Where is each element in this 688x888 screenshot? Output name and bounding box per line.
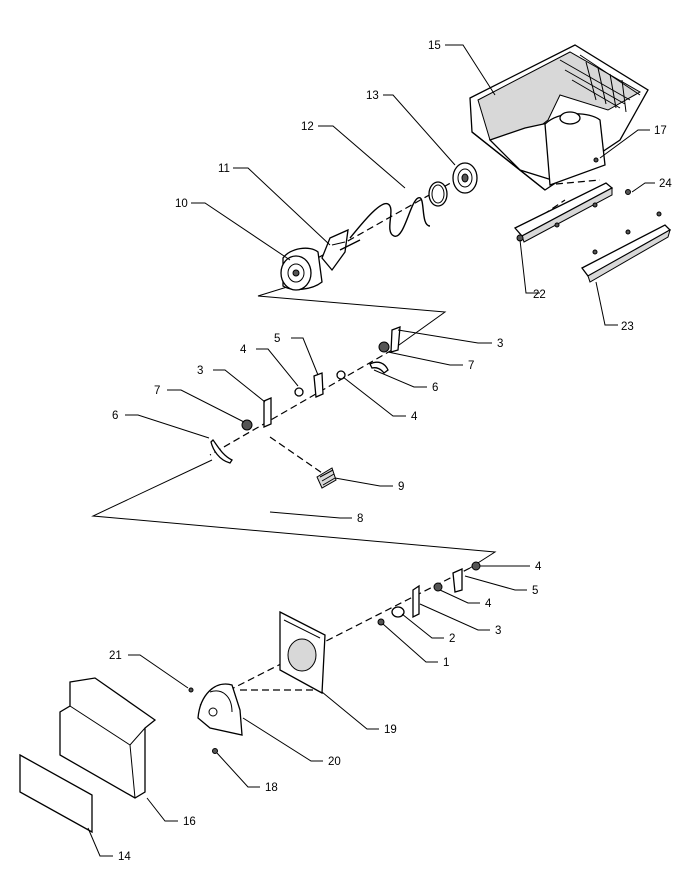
label-2: 2 bbox=[449, 633, 455, 645]
label-16: 16 bbox=[183, 816, 196, 828]
mounting-plate-part-19 bbox=[279, 610, 326, 695]
label-8: 8 bbox=[357, 513, 363, 525]
label-4-mid-left: 4 bbox=[240, 344, 247, 356]
label-3-bottom: 3 bbox=[495, 625, 501, 637]
panel-part-14 bbox=[19, 753, 93, 834]
label-7-left: 7 bbox=[154, 385, 160, 397]
label-9: 9 bbox=[398, 481, 404, 493]
label-11: 11 bbox=[218, 163, 230, 175]
bearing-part-13 bbox=[452, 162, 478, 194]
middle-assembly-parts-3-9 bbox=[210, 326, 401, 489]
screws-part-17-24 bbox=[593, 157, 631, 195]
slide-rail-part-22 bbox=[513, 182, 614, 243]
label-13: 13 bbox=[366, 90, 379, 102]
label-14: 14 bbox=[118, 851, 131, 863]
housing-part-20 bbox=[188, 683, 243, 754]
ice-bin-part-15 bbox=[469, 44, 649, 191]
label-6-left: 6 bbox=[112, 410, 118, 422]
label-1: 1 bbox=[443, 657, 449, 669]
label-3-mid: 3 bbox=[197, 365, 203, 377]
label-5-bottom: 5 bbox=[532, 585, 538, 597]
label-21: 21 bbox=[109, 650, 122, 662]
label-6-right: 6 bbox=[432, 382, 438, 394]
label-5-mid: 5 bbox=[274, 333, 280, 345]
label-3-top: 3 bbox=[497, 338, 503, 350]
leader-lines bbox=[87, 44, 655, 857]
label-4-bottom: 4 bbox=[485, 598, 492, 610]
label-4-bottom-top: 4 bbox=[535, 561, 542, 573]
callout-labels: 15 13 12 11 10 17 24 22 23 3 7 6 4 5 4 3… bbox=[109, 40, 672, 863]
bottom-assembly-parts-1-5 bbox=[377, 561, 481, 626]
label-24: 24 bbox=[659, 178, 672, 190]
motor-part-10 bbox=[280, 247, 323, 291]
label-20: 20 bbox=[328, 756, 341, 768]
label-7-top: 7 bbox=[468, 360, 474, 372]
label-19: 19 bbox=[384, 724, 397, 736]
label-22: 22 bbox=[533, 289, 546, 301]
label-12: 12 bbox=[301, 121, 314, 133]
label-17: 17 bbox=[654, 125, 667, 137]
assembly-guide-lines bbox=[91, 171, 601, 706]
label-23: 23 bbox=[621, 321, 634, 333]
cover-part-16 bbox=[59, 677, 157, 799]
auger-blade-part-11 bbox=[321, 228, 361, 272]
auger-spring-part-12 bbox=[349, 181, 448, 239]
label-10: 10 bbox=[175, 198, 188, 210]
label-15: 15 bbox=[428, 40, 441, 52]
label-4-mid-right: 4 bbox=[411, 411, 418, 423]
slide-rail-part-23 bbox=[581, 211, 672, 283]
label-18: 18 bbox=[265, 782, 278, 794]
